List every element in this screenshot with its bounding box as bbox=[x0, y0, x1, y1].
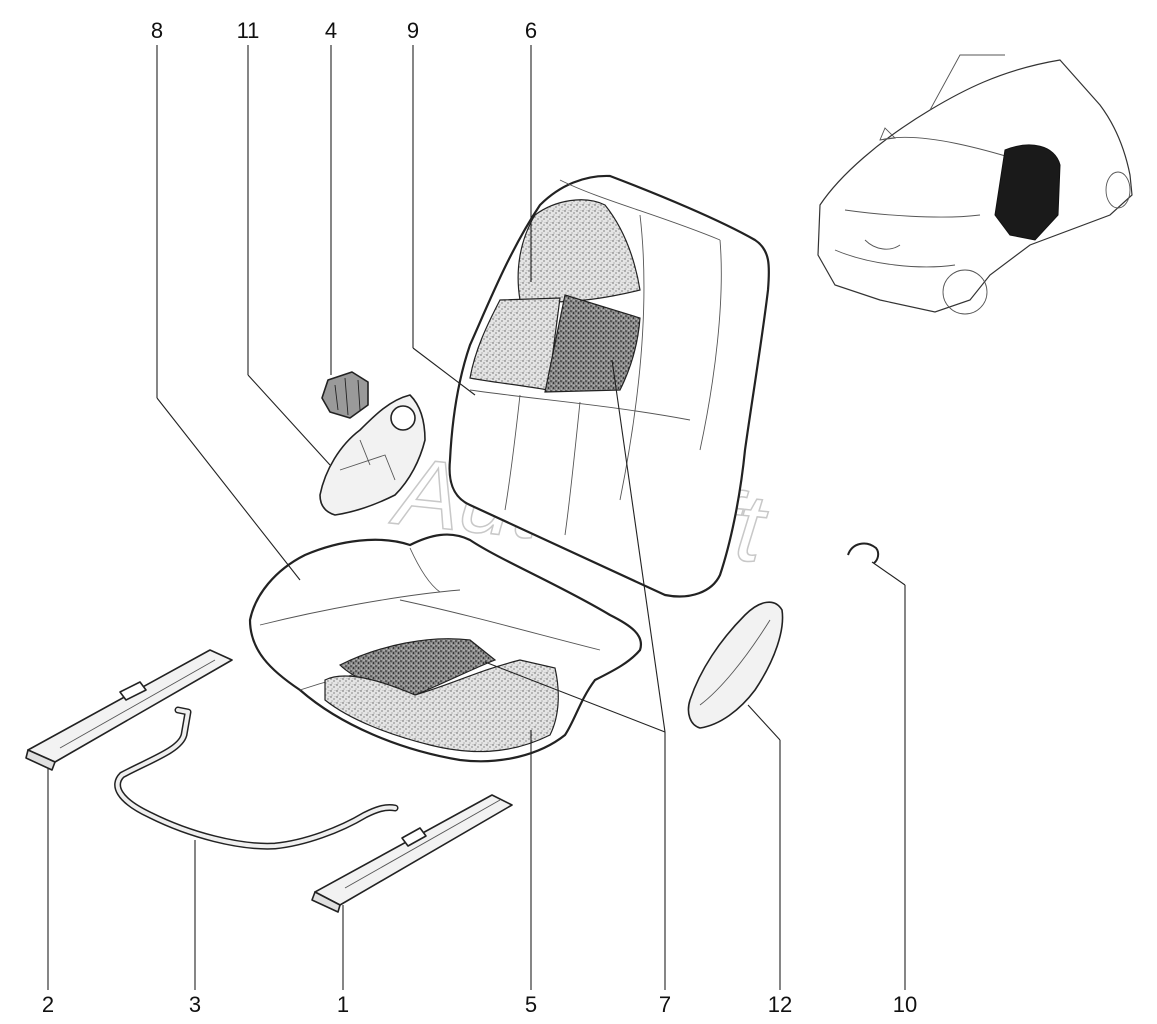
clip bbox=[847, 542, 880, 564]
callout-7: 7 bbox=[659, 992, 671, 1017]
callout-3: 3 bbox=[189, 992, 201, 1017]
callout-1: 1 bbox=[337, 992, 349, 1017]
callout-10: 10 bbox=[893, 992, 917, 1017]
callout-12: 12 bbox=[768, 992, 792, 1017]
callout-2: 2 bbox=[42, 992, 54, 1017]
seat-cushion bbox=[248, 533, 643, 763]
callout-4: 4 bbox=[325, 18, 337, 43]
callout-9: 9 bbox=[407, 18, 419, 43]
callout-11: 11 bbox=[237, 18, 260, 43]
recliner-knob bbox=[321, 371, 369, 419]
callout-labels: 8 11 4 9 6 2 3 1 5 7 12 10 bbox=[42, 18, 917, 1017]
adjuster-rod bbox=[114, 706, 399, 850]
car-location-inset bbox=[817, 54, 1133, 315]
side-trim bbox=[687, 601, 784, 729]
seat-rail-left bbox=[25, 649, 233, 771]
callout-5: 5 bbox=[525, 992, 537, 1017]
callout-8: 8 bbox=[151, 18, 163, 43]
callout-6: 6 bbox=[525, 18, 537, 43]
seat-rail-right bbox=[311, 794, 513, 913]
backrest bbox=[448, 174, 771, 598]
leader-lines bbox=[47, 45, 906, 990]
side-cover-bracket bbox=[319, 394, 426, 516]
